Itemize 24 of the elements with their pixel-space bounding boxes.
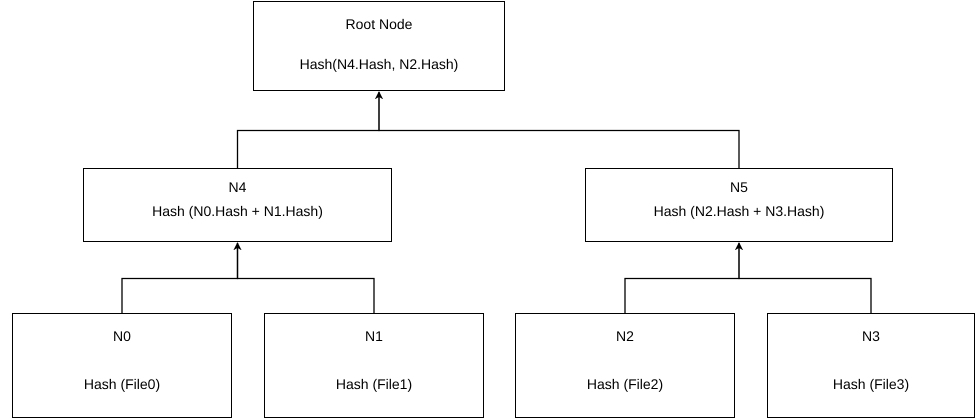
hash-node-box	[12, 313, 232, 418]
node-title: N5	[730, 178, 748, 197]
hash-node-box	[264, 313, 484, 418]
hash-formula: Hash (File3)	[832, 375, 910, 394]
hash-node-box	[515, 313, 735, 418]
hash-formula: Hash (N2.Hash + N3.Hash)	[654, 202, 824, 221]
hash-formula: Hash (File2)	[586, 375, 664, 394]
hash-formula: Hash (File1)	[336, 375, 412, 394]
node-title: N0	[113, 327, 131, 346]
node-title: N3	[862, 327, 880, 346]
node-title: N2	[616, 327, 634, 346]
hash-node-box	[585, 168, 893, 242]
hash-node-box	[83, 168, 392, 242]
node-title: Root Node	[346, 15, 412, 34]
hash-node-box	[253, 1, 505, 91]
node-title: N1	[365, 327, 383, 346]
connector-arrow	[234, 242, 375, 313]
hash-formula: Hash (File0)	[84, 375, 160, 394]
hash-formula: Hash(N4.Hash, N2.Hash)	[300, 55, 458, 74]
connector-arrow	[735, 242, 872, 313]
connector-arrow	[375, 91, 740, 168]
hash-node-box	[767, 313, 975, 418]
hash-formula: Hash (N0.Hash + N1.Hash)	[152, 202, 323, 221]
node-title: N4	[228, 178, 246, 197]
